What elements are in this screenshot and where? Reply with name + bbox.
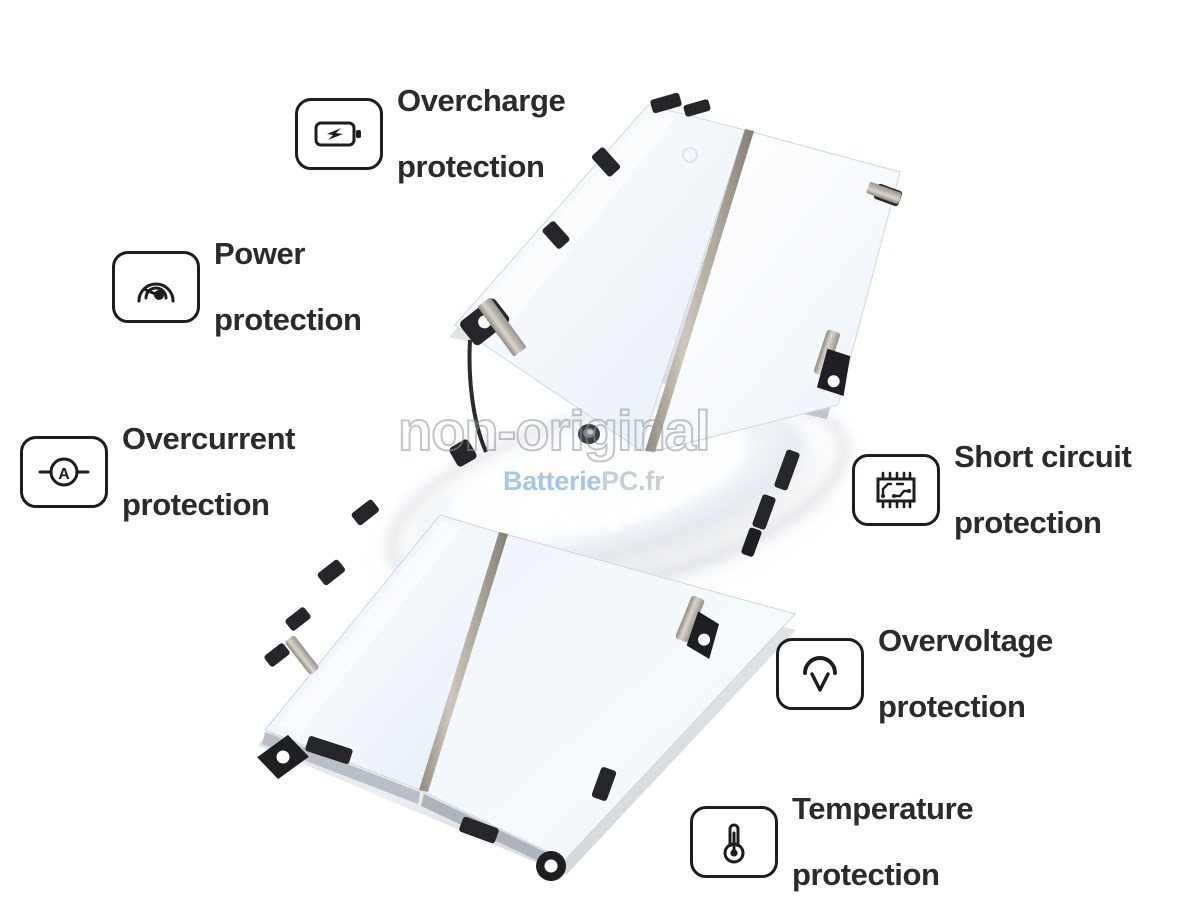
feature-overcurrent-line2: protection [122,486,270,522]
feature-short-circuit-line2: protection [954,504,1102,540]
feature-temperature-label: Temperature protection [792,760,973,900]
svg-text:A: A [58,466,70,483]
feature-overcharge: Overcharge protection [295,52,566,216]
feature-overvoltage-line2: protection [878,688,1026,724]
feature-short-circuit-icon-box [852,454,940,527]
feature-power-icon-box [112,251,200,324]
feature-overvoltage-label: Overvoltage protection [878,592,1053,756]
chip-circuit-icon [870,469,922,511]
feature-overcharge-line1: Overcharge [397,82,566,118]
battery-bolt-icon [314,117,364,151]
feature-overcharge-line2: protection [397,148,545,184]
feature-overvoltage-icon-box [776,638,864,711]
feature-overcurrent-label: Overcurrent protection [122,390,295,554]
ammeter-icon: A [36,452,92,492]
battery-upper-section [449,104,901,453]
feature-overcharge-label: Overcharge protection [397,52,566,216]
feature-temperature-line2: protection [792,856,940,892]
feature-overvoltage-line1: Overvoltage [878,622,1053,658]
feature-power-line2: protection [214,301,362,337]
feature-temperature: Temperature protection [690,760,973,900]
feature-short-circuit-label: Short circuit protection [954,408,1132,572]
feature-power-line1: Power [214,235,306,271]
feature-overvoltage: Overvoltage protection [776,592,1053,756]
voltage-arc-icon [797,653,843,695]
feature-short-circuit: Short circuit protection [852,408,1132,572]
feature-temperature-icon-box [690,806,778,879]
feature-power-label: Power protection [214,205,362,369]
feature-overcurrent-icon-box: A [20,436,108,509]
battery-mounting-brackets [257,92,903,881]
thermometer-icon [717,819,751,865]
feature-overcurrent: A Overcurrent protection [20,390,295,554]
feature-short-circuit-line1: Short circuit [954,438,1132,474]
feature-power: Power protection [112,205,362,369]
feature-overcharge-icon-box [295,98,383,171]
feature-overcurrent-line1: Overcurrent [122,420,296,456]
feature-temperature-line1: Temperature [792,790,974,826]
gauge-icon [133,265,179,309]
